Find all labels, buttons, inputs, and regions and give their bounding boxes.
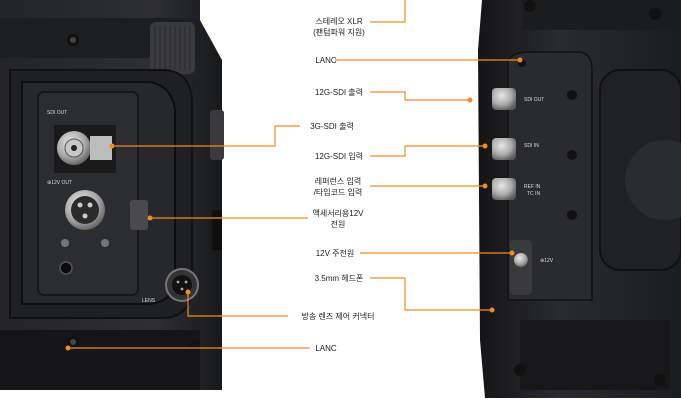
label-stereo-xlr: 스테레오 XLR (팬텀파워 지원) (308, 16, 370, 38)
left-sdi-out-connector (54, 125, 116, 173)
callout-line-headphone (370, 277, 492, 311)
callout-line-12g-sdi-in (370, 145, 485, 157)
label-accessory-power-line1: 액세서리용12V (312, 209, 364, 218)
panel-marking-lens: LENS (142, 298, 156, 304)
label-stereo-xlr-line2: (팬텀파워 지원) (313, 28, 365, 37)
right-connector-panel (507, 51, 593, 301)
label-lanc-bottom: LANC (315, 344, 337, 353)
label-ref-tc-in: 레퍼런스 입력 /타임코드 입력 (306, 176, 370, 198)
right-12v-in-connector (510, 240, 532, 295)
label-ref-tc-in-line2: /타임코드 입력 (313, 188, 363, 197)
label-headphone: 3.5mm 헤드폰 (314, 274, 364, 283)
panel-marking-tc-in: TC IN (527, 191, 541, 197)
label-3g-sdi-out: 3G-SDI 출력 (310, 122, 354, 131)
callout-line-stereo-xlr (370, 0, 406, 23)
label-accessory-power: 액세서리용12V 전원 (306, 208, 370, 230)
callout-line-lens-control (187, 292, 288, 317)
label-lanc-top: LANC (315, 56, 337, 65)
label-ref-tc-in-line1: 레퍼런스 입력 (314, 177, 362, 186)
left-accessory-power (130, 200, 148, 230)
label-12g-sdi-out: 12G-SDI 출력 (314, 88, 364, 97)
panel-marking-12v-in-right: ⊕12V (540, 258, 554, 264)
left-xlr-12v-out-connector (61, 190, 109, 247)
label-accessory-power-line2: 전원 (330, 220, 346, 229)
label-stereo-xlr-line1: 스테레오 XLR (315, 17, 363, 26)
left-headphone-jack (59, 261, 73, 275)
label-lens-control: 방송 렌즈 제어 커넥터 (301, 312, 375, 321)
panel-marking-sdi-in-right: SDI IN (524, 143, 539, 149)
label-main-power: 12V 주전원 (315, 249, 355, 258)
callout-line-12g-sdi-out (370, 91, 470, 101)
label-12g-sdi-in: 12G-SDI 입력 (314, 152, 364, 161)
panel-marking-sdi-out-right: SDI OUT (524, 97, 545, 103)
right-bnc-connectors (492, 88, 516, 200)
panel-marking-12v-out-left: ⊕12V OUT (47, 180, 73, 186)
panel-marking-ref-in: REF IN (524, 184, 541, 190)
callout-line-3g-sdi-out (112, 125, 300, 147)
panel-marking-sdi-out-left: SDI OUT (47, 110, 68, 116)
